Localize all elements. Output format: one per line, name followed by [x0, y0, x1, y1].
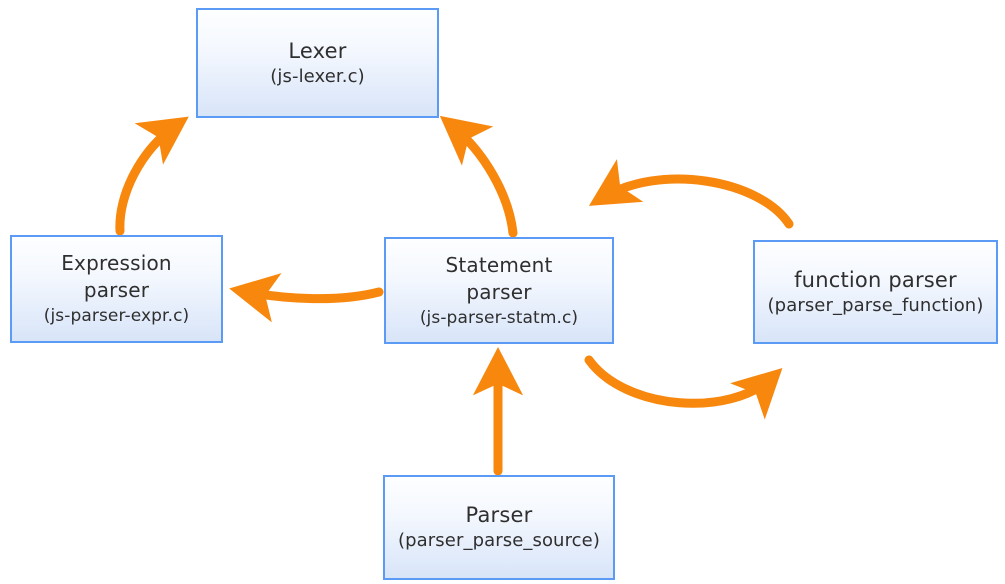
node-statement-parser-subtitle: (js-parser-statm.c)	[419, 307, 579, 328]
node-parser-title: Parser	[465, 503, 533, 527]
node-statement-parser-title-line2: parser	[466, 279, 532, 304]
edge-statement-parser-to-lexer	[439, 115, 518, 238]
edge-statement-parser-to-expression-parser	[229, 273, 384, 323]
node-function-parser[interactable]: function parser (parser_parse_function)	[753, 240, 998, 344]
node-expression-parser-title-line2: parser	[83, 278, 150, 302]
node-statement-parser[interactable]: Statement parser (js-parser-statm.c)	[384, 237, 614, 344]
edge-function-parser-to-statement-parser	[588, 159, 794, 229]
edge-statement-parser-to-function-parser	[584, 355, 783, 420]
node-lexer-title: Lexer	[288, 38, 347, 63]
node-statement-parser-title-line1: Statement	[445, 252, 553, 277]
node-parser-subtitle: (parser_parse_source)	[398, 530, 600, 551]
node-expression-parser-subtitle: (js-parser-expr.c)	[43, 306, 190, 326]
node-lexer-subtitle: (js-lexer.c)	[270, 65, 365, 87]
node-function-parser-title: function parser	[794, 267, 957, 292]
node-expression-parser[interactable]: Expression parser (js-parser-expr.c)	[10, 235, 223, 343]
node-parser[interactable]: Parser (parser_parse_source)	[383, 475, 615, 580]
node-expression-parser-title-line1: Expression	[61, 251, 172, 275]
node-function-parser-subtitle: (parser_parse_function)	[767, 294, 984, 316]
node-lexer[interactable]: Lexer (js-lexer.c)	[196, 8, 439, 118]
edge-expression-parser-to-lexer	[115, 116, 189, 236]
